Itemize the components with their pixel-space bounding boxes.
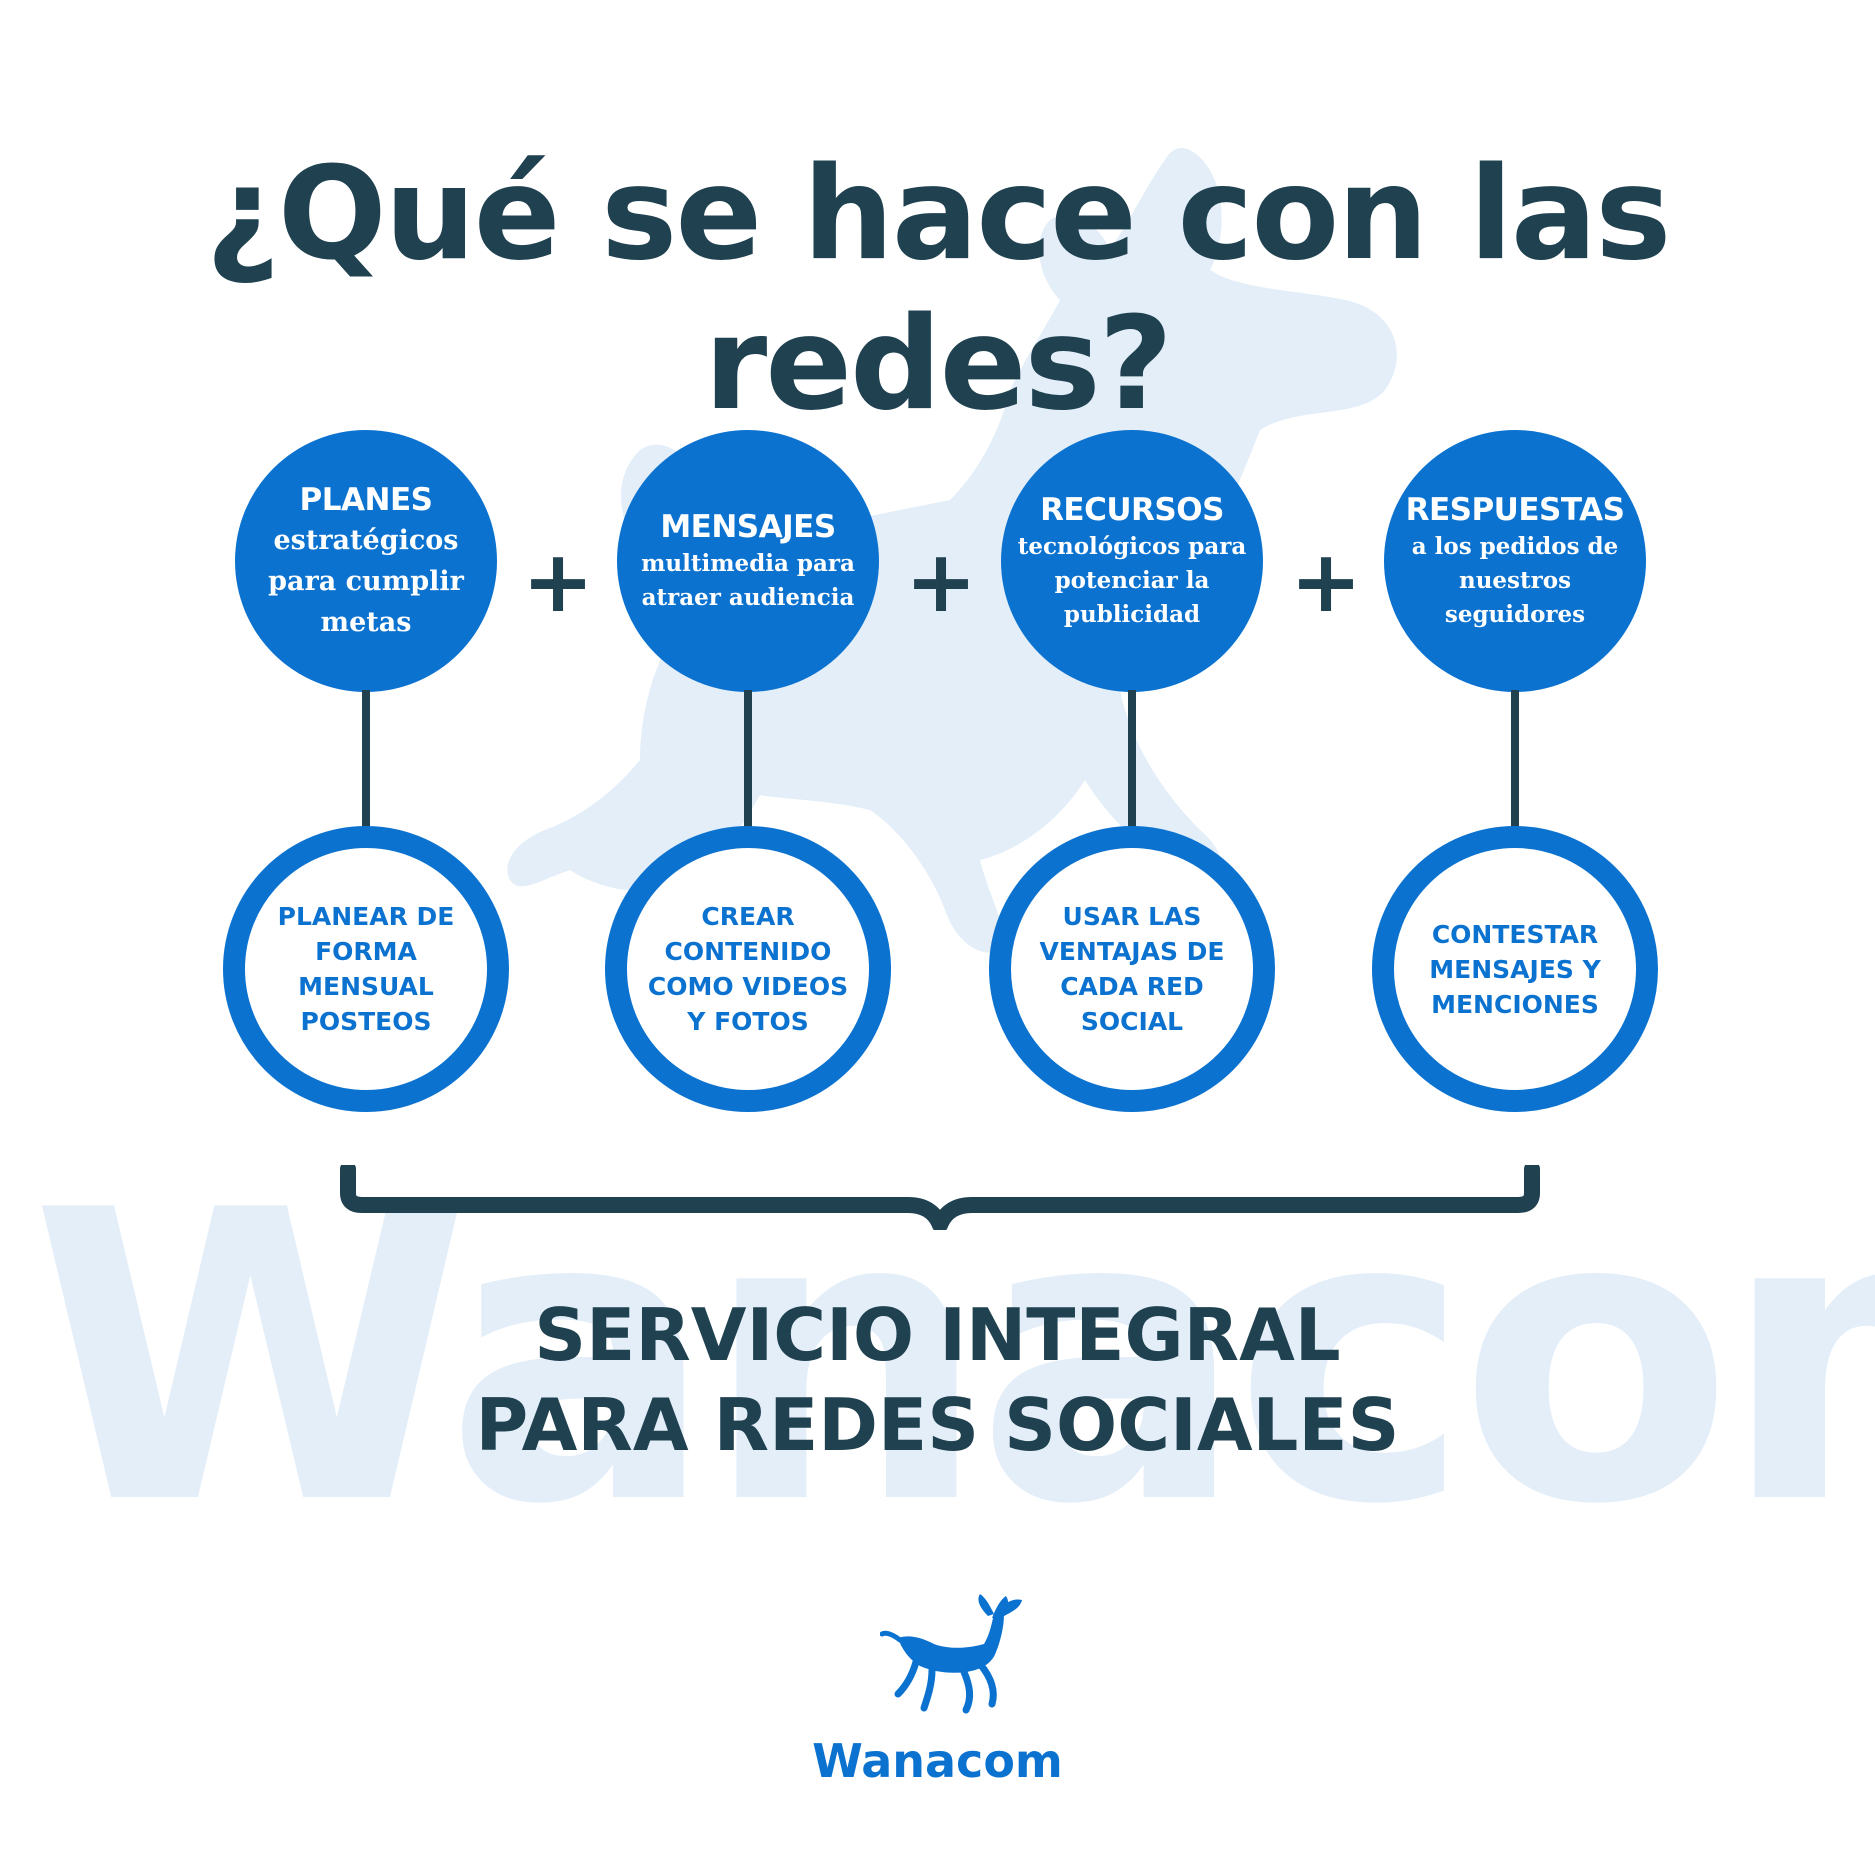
contestar-circle: CONTESTAR MENSAJES Y MENCIONES xyxy=(1372,826,1658,1112)
contestar-text: CONTESTAR MENSAJES Y MENCIONES xyxy=(1429,919,1601,1019)
recursos-heading: RECURSOS xyxy=(1040,492,1224,528)
planear-circle: PLANEAR DE FORMA MENSUAL POSTEOS xyxy=(223,826,509,1112)
planes-subtitle: estratégicos para cumplir metas xyxy=(268,524,464,638)
mensajes-connector xyxy=(744,690,752,830)
respuestas-circle: RESPUESTAS a los pedidos de nuestros seg… xyxy=(1384,430,1646,692)
plus-sign-1: + xyxy=(522,532,595,632)
grouping-brace xyxy=(340,1165,1540,1230)
deer-logo-icon xyxy=(880,1594,1022,1714)
usar-circle: USAR LAS VENTAJAS DE CADA RED SOCIAL xyxy=(989,826,1275,1112)
background-brand-watermark: Wanacom xyxy=(30,1160,1875,1560)
brand-logo-text: Wanacom xyxy=(812,1734,1063,1788)
service-line-1: SERVICIO INTEGRAL xyxy=(534,1293,1341,1377)
planear-text: PLANEAR DE FORMA MENSUAL POSTEOS xyxy=(277,902,455,1036)
mensajes-heading: MENSAJES xyxy=(660,509,836,545)
crear-text: CREAR CONTENIDO COMO VIDEOS Y FOTOS xyxy=(647,902,849,1036)
mensajes-subtitle: multimedia para atraer audiencia xyxy=(641,550,855,611)
plus-sign-2: + xyxy=(905,532,978,632)
recursos-subtitle: tecnológicos para potenciar la publicida… xyxy=(1017,533,1247,628)
service-line-2: PARA REDES SOCIALES xyxy=(475,1383,1400,1467)
respuestas-heading: RESPUESTAS xyxy=(1405,492,1625,528)
page-title: ¿Qué se hace con las redes? xyxy=(205,140,1672,439)
planes-circle: PLANES estratégicos para cumplir metas xyxy=(235,430,497,692)
planes-connector xyxy=(362,690,370,830)
mensajes-circle: MENSAJES multimedia para atraer audienci… xyxy=(617,430,879,692)
planes-heading: PLANES xyxy=(299,481,433,518)
service-title: SERVICIO INTEGRAL PARA REDES SOCIALES xyxy=(0,1290,1875,1470)
recursos-connector xyxy=(1128,690,1136,830)
plus-sign-3: + xyxy=(1290,532,1363,632)
crear-circle: CREAR CONTENIDO COMO VIDEOS Y FOTOS xyxy=(605,826,891,1112)
recursos-circle: RECURSOS tecnológicos para potenciar la … xyxy=(1001,430,1263,692)
respuestas-subtitle: a los pedidos de nuestros seguidores xyxy=(1411,533,1619,628)
usar-text: USAR LAS VENTAJAS DE CADA RED SOCIAL xyxy=(1039,902,1225,1036)
respuestas-connector xyxy=(1511,690,1519,830)
